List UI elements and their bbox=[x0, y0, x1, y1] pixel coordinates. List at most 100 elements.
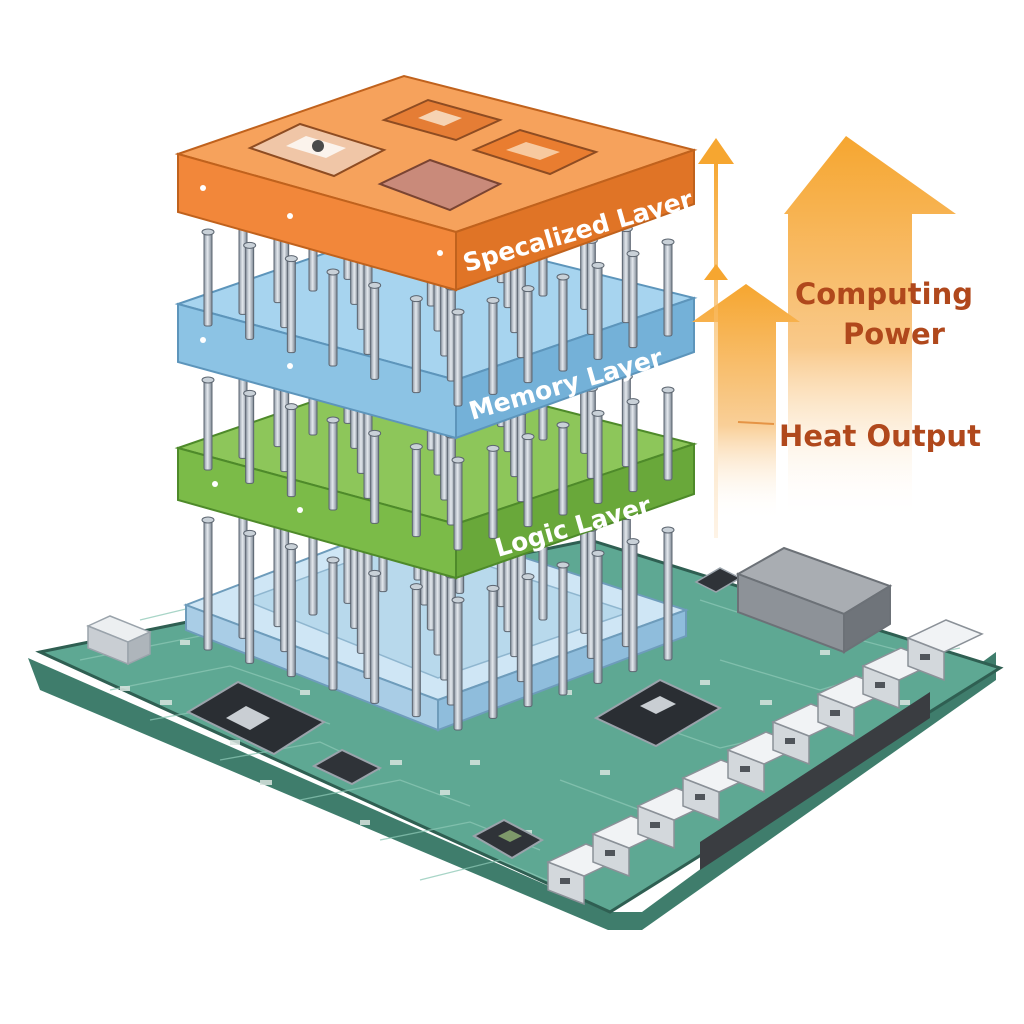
pillar bbox=[328, 559, 338, 691]
port-slot bbox=[560, 878, 570, 884]
board-chip-left bbox=[185, 680, 327, 756]
pillar bbox=[245, 392, 255, 484]
pillar-cap bbox=[409, 443, 423, 451]
pillar bbox=[558, 564, 568, 696]
pillar bbox=[523, 576, 533, 708]
specialized-layer-side bbox=[455, 148, 695, 292]
pillar-cap bbox=[556, 561, 570, 569]
connector-ports bbox=[546, 619, 984, 906]
port-slot bbox=[785, 738, 795, 744]
pillar bbox=[628, 253, 638, 349]
pillar bbox=[663, 241, 673, 337]
pillar-cap bbox=[243, 529, 257, 537]
pillar-cap bbox=[326, 416, 340, 424]
board-chip-small bbox=[311, 748, 383, 786]
pillar bbox=[593, 552, 603, 684]
pillar bbox=[286, 258, 296, 354]
pillar-cap bbox=[451, 308, 465, 316]
pillar-cap bbox=[201, 516, 215, 524]
pillar-cap bbox=[626, 538, 640, 546]
pillar-cap bbox=[326, 268, 340, 276]
pillar bbox=[245, 244, 255, 340]
computing-power-label-line1: Computing bbox=[795, 277, 973, 311]
pillar bbox=[523, 436, 533, 528]
port-slot bbox=[875, 682, 885, 688]
board-chip-bottom bbox=[471, 818, 545, 860]
pillar bbox=[411, 446, 421, 538]
pillar bbox=[488, 587, 498, 719]
pillar-cap bbox=[409, 295, 423, 303]
thin-indicator-arrow bbox=[698, 138, 775, 538]
pillar bbox=[203, 231, 213, 327]
pillar-cap bbox=[326, 556, 340, 564]
pillar-cap bbox=[451, 596, 465, 604]
top-chip-1 bbox=[247, 122, 387, 178]
heat-output-arrow bbox=[692, 284, 800, 520]
pillar bbox=[370, 432, 380, 524]
pillar bbox=[593, 412, 603, 504]
pillar bbox=[628, 401, 638, 493]
pillar bbox=[663, 529, 673, 661]
pillar-cap bbox=[591, 409, 605, 417]
pillar-cap bbox=[486, 584, 500, 592]
pillar-cap bbox=[661, 386, 675, 394]
pillar-cap bbox=[243, 389, 257, 397]
power-module bbox=[735, 546, 893, 654]
pillar bbox=[453, 459, 463, 551]
port-slot bbox=[605, 850, 615, 856]
pillar-cap bbox=[201, 228, 215, 236]
pillar bbox=[411, 298, 421, 394]
pillar-cap bbox=[626, 250, 640, 258]
port-slot bbox=[650, 822, 660, 828]
port-slot bbox=[830, 710, 840, 716]
pillar bbox=[593, 264, 603, 360]
pillar bbox=[558, 276, 568, 372]
pillar-cap bbox=[661, 526, 675, 534]
port-slot bbox=[695, 794, 705, 800]
pillar-cap bbox=[201, 376, 215, 384]
pillar-cap bbox=[284, 255, 298, 263]
top-chip-2 bbox=[381, 98, 503, 142]
pillar bbox=[203, 379, 213, 471]
pillar-cap bbox=[591, 549, 605, 557]
top-chip-4 bbox=[377, 158, 503, 212]
pillar bbox=[328, 419, 338, 511]
pillar bbox=[488, 447, 498, 539]
pillar bbox=[245, 532, 255, 664]
pillar bbox=[328, 271, 338, 367]
port-top bbox=[906, 619, 984, 653]
pillar bbox=[488, 299, 498, 395]
pillar bbox=[411, 586, 421, 718]
pillar bbox=[558, 424, 568, 516]
pillar-cap bbox=[368, 281, 382, 289]
pillar bbox=[203, 519, 213, 651]
pillar-cap bbox=[284, 543, 298, 551]
pillar-cap bbox=[521, 285, 535, 293]
pillar bbox=[286, 406, 296, 498]
pillar-cap bbox=[661, 238, 675, 246]
pillar-cap bbox=[409, 583, 423, 591]
pillar-cap bbox=[368, 429, 382, 437]
pillar bbox=[628, 541, 638, 673]
board-edge bbox=[28, 652, 996, 930]
pillar-cap bbox=[486, 296, 500, 304]
top-chip-3 bbox=[471, 128, 599, 176]
pillar-cap bbox=[556, 421, 570, 429]
pillar-cap bbox=[368, 569, 382, 577]
pillar-cap bbox=[626, 398, 640, 406]
computing-power-label-line2: Power bbox=[843, 317, 946, 351]
small-switch bbox=[86, 615, 152, 666]
pillar-cap bbox=[451, 456, 465, 464]
pillar bbox=[663, 389, 673, 481]
pillar-cap bbox=[591, 261, 605, 269]
pillar-cap bbox=[486, 444, 500, 452]
board-chip-right bbox=[593, 678, 723, 748]
pillar-cap bbox=[243, 241, 257, 249]
port-slot bbox=[920, 654, 930, 660]
pillar-cap bbox=[521, 433, 535, 441]
pillar bbox=[286, 546, 296, 678]
pillar bbox=[370, 572, 380, 704]
pillar bbox=[523, 288, 533, 384]
pillar-cap bbox=[556, 273, 570, 281]
